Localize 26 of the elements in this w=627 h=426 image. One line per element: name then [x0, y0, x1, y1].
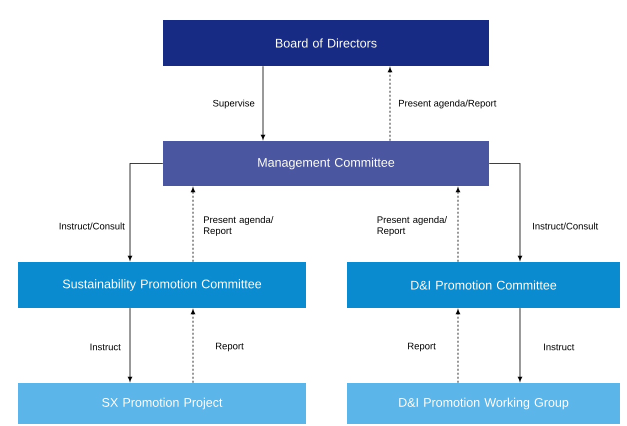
arrow	[128, 308, 132, 382]
edge-label: Supervise	[213, 100, 254, 108]
arrow	[260, 66, 266, 140]
edge-label: Present agenda/ Report	[378, 216, 448, 236]
edge-label: Instruct/Consult	[60, 222, 125, 230]
committee-box: D&I Promotion Working Group	[347, 382, 620, 424]
edge-label: Report	[216, 342, 244, 352]
edge-label: Instruct	[90, 344, 121, 350]
committee-box: Board of Directors	[163, 20, 489, 66]
committee-box: SX Promotion Project	[18, 382, 306, 424]
arrow	[128, 163, 164, 261]
arrow	[488, 163, 522, 261]
committee-box: Sustainability Promotion Committee	[18, 262, 306, 308]
committee-box: D&I Promotion Committee	[347, 262, 620, 308]
edge-label: Present agenda/ Report	[204, 216, 274, 236]
arrow	[190, 187, 196, 262]
arrow	[456, 309, 460, 384]
arrow	[456, 187, 460, 262]
committee-box: Management Committee	[163, 141, 489, 186]
arrow	[388, 67, 392, 142]
edge-label: Instruct	[544, 344, 574, 350]
edge-label: Report	[408, 342, 436, 352]
arrow	[190, 309, 196, 384]
edge-label: Instruct/Consult	[533, 222, 598, 230]
arrow	[518, 308, 522, 382]
edge-label: Present agenda/Report	[398, 100, 496, 108]
